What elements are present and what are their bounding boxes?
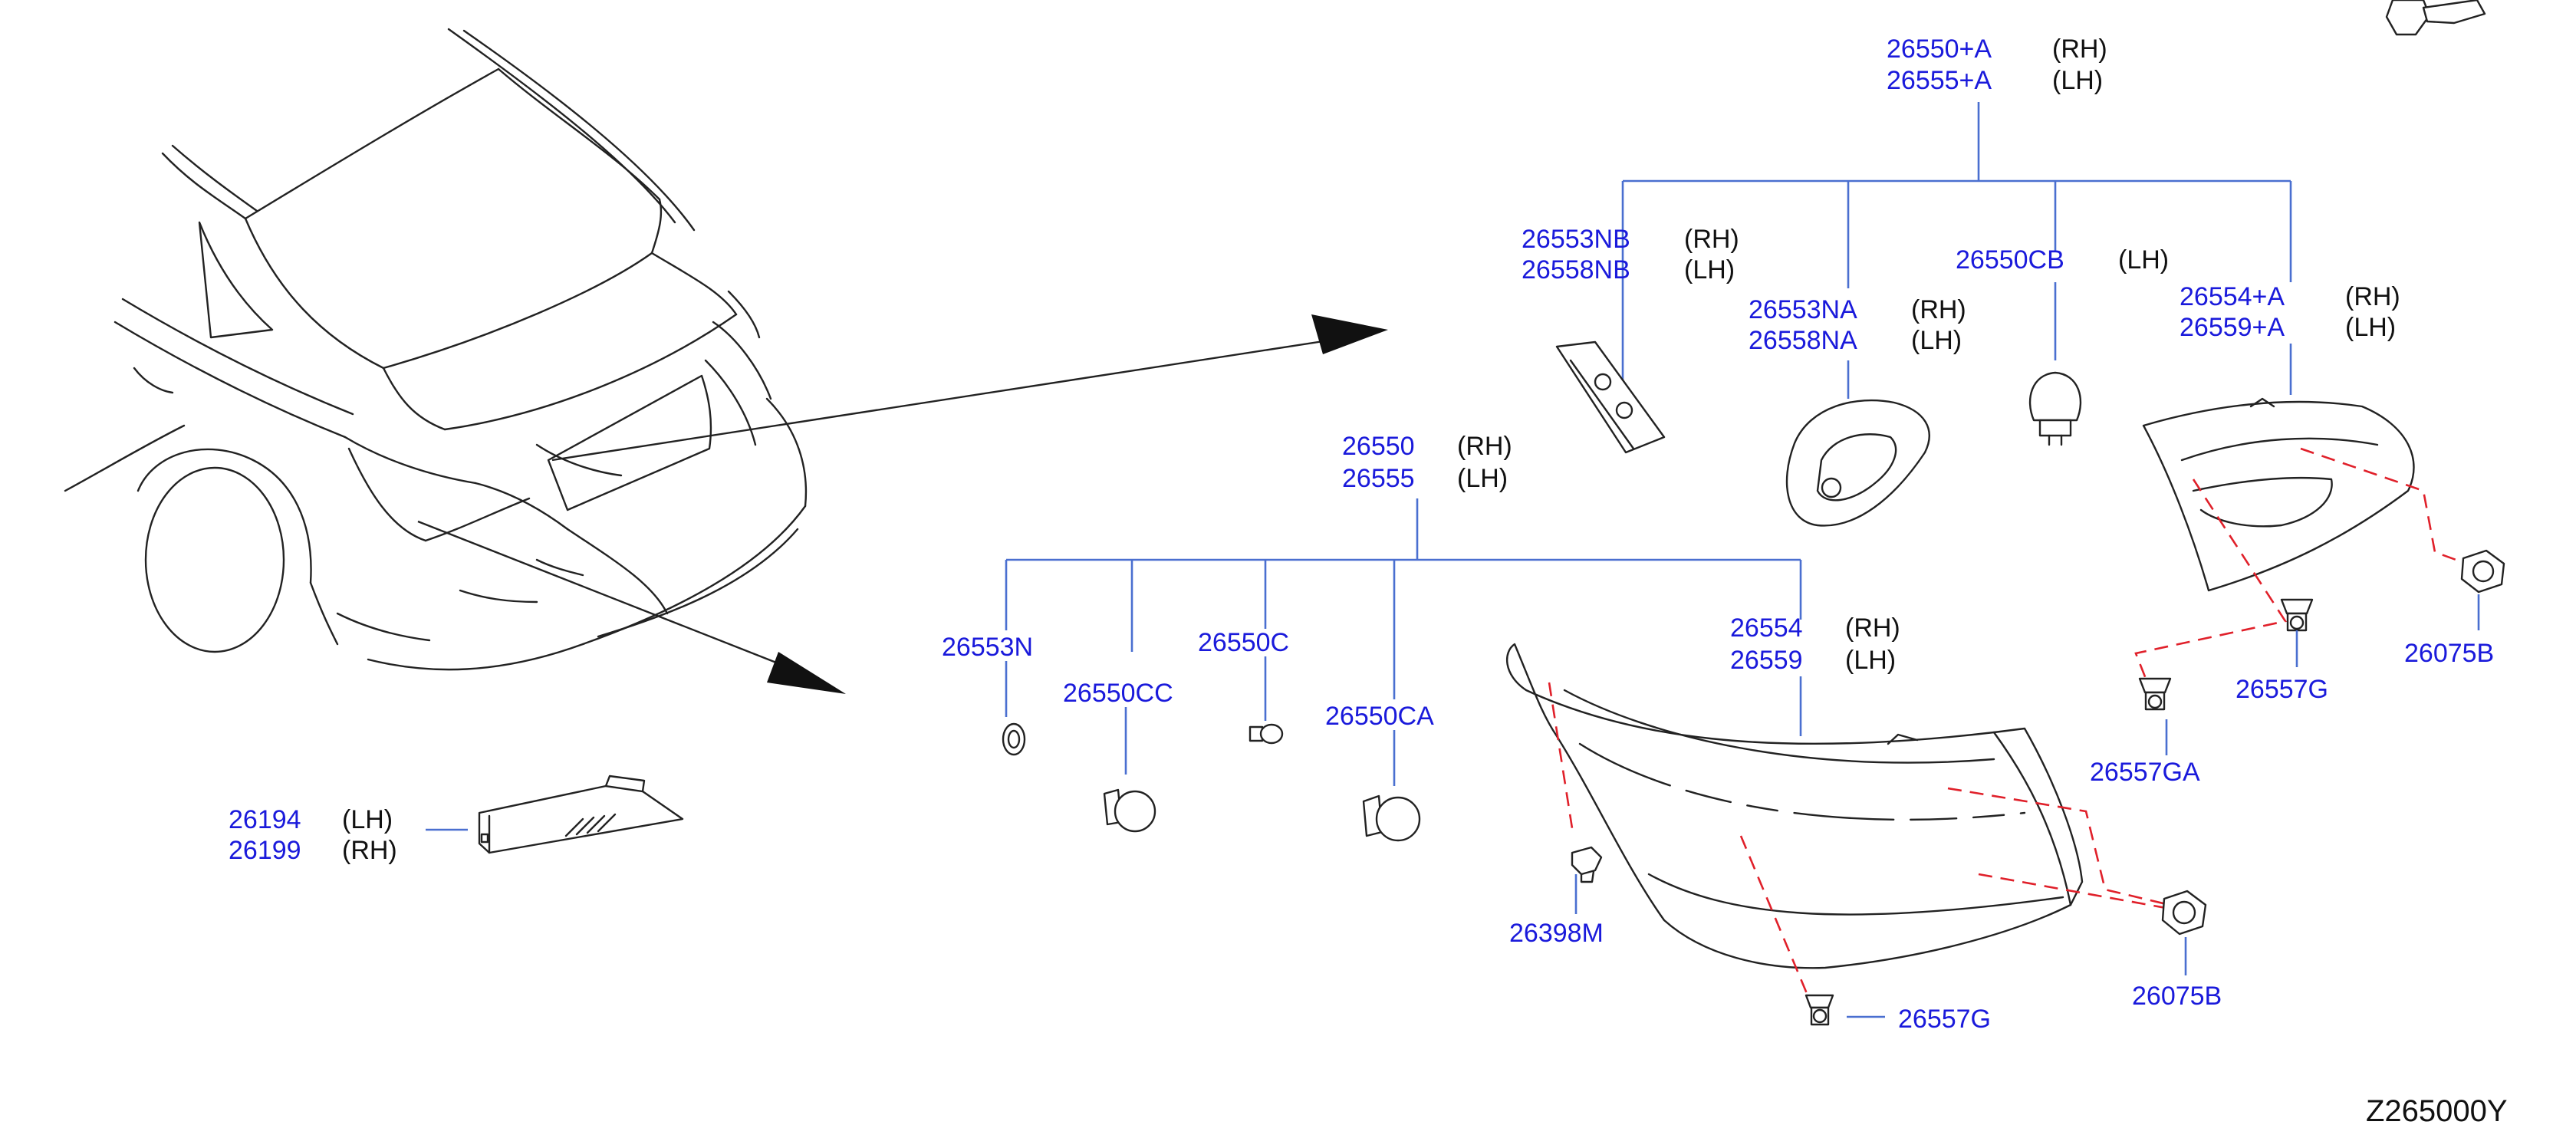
side-label: (LH) bbox=[2052, 66, 2103, 95]
clip-icon bbox=[2138, 677, 2172, 711]
car-rear-icon bbox=[64, 28, 808, 671]
part-number-label: 26550CC bbox=[1063, 679, 1173, 708]
lower-assembly-group: 26550 (RH) 26555 (LH) 26553N 26550CC 265… bbox=[942, 432, 2186, 1002]
side-label: (RH) bbox=[1911, 295, 1966, 324]
reflector-group: 26194 (LH) 26199 (RH) bbox=[229, 775, 684, 865]
clip-icon bbox=[1805, 994, 1834, 1026]
part-number-label: 26075B bbox=[2404, 639, 2494, 668]
part-number-label: 26553N bbox=[942, 633, 1033, 662]
side-label: (RH) bbox=[1457, 432, 1512, 461]
part-number-label: 26557GA bbox=[2090, 758, 2200, 787]
tail-lamp-icon bbox=[1505, 643, 2084, 969]
side-label: (RH) bbox=[1845, 613, 1900, 643]
side-label: (LH) bbox=[1845, 646, 1896, 675]
part-number-label: 26555 bbox=[1342, 464, 1415, 493]
part-number-label: 26550CB bbox=[1956, 245, 2064, 275]
bulb-icon bbox=[1249, 723, 1284, 745]
side-label: (RH) bbox=[342, 836, 397, 865]
socket-icon bbox=[1555, 340, 1666, 454]
nut-icon bbox=[2161, 890, 2207, 936]
clip-icon bbox=[2280, 598, 2314, 632]
bulb-icon bbox=[1103, 788, 1156, 833]
socket-icon bbox=[2385, 0, 2486, 36]
part-number-label: 26550C bbox=[1198, 628, 1289, 657]
part-number-label: 26558NA bbox=[1749, 326, 1857, 355]
bulb-icon bbox=[2028, 371, 2082, 446]
part-number-label: 26559 bbox=[1730, 646, 1803, 675]
part-number-label: 26075B bbox=[2132, 982, 2222, 1011]
side-label: (RH) bbox=[2345, 282, 2400, 311]
arrow-to-upper-lamp bbox=[551, 314, 1388, 462]
part-number-label: 26558NB bbox=[1522, 255, 1630, 284]
part-number-label: 26559+A bbox=[2180, 313, 2285, 342]
side-label: (LH) bbox=[1911, 326, 1962, 355]
grommet-icon bbox=[1785, 399, 1930, 527]
part-number-label: 26550 bbox=[1342, 432, 1415, 461]
nut-icon bbox=[2460, 549, 2505, 594]
part-number-label: 26550+A bbox=[1887, 35, 1992, 64]
part-number-label: 26553NA bbox=[1749, 295, 1857, 324]
side-label: (LH) bbox=[1457, 464, 1508, 493]
part-number-label: 26194 bbox=[229, 805, 301, 834]
part-number-label: 26554+A bbox=[2180, 282, 2285, 311]
side-label: (LH) bbox=[2118, 245, 2169, 275]
part-number-label: 26398M bbox=[1509, 919, 1604, 948]
side-label: (RH) bbox=[1684, 225, 1739, 254]
side-label: (RH) bbox=[2052, 35, 2107, 64]
arrow-to-lower-lamp bbox=[417, 520, 846, 694]
bulb-icon bbox=[1362, 794, 1421, 842]
part-number-label: 26555+A bbox=[1887, 66, 1992, 95]
tail-lamp-icon bbox=[2142, 397, 2415, 592]
reflector-icon bbox=[478, 775, 684, 854]
part-number-label: 26557G bbox=[2235, 675, 2328, 704]
diagram-reference-code: Z265000Y bbox=[2366, 1094, 2508, 1128]
side-label: (LH) bbox=[342, 805, 393, 834]
side-label: (LH) bbox=[2345, 313, 2396, 342]
part-number-label: 26199 bbox=[229, 836, 301, 865]
grommet-icon bbox=[1002, 722, 1026, 756]
clip-icon bbox=[1571, 846, 1603, 883]
upper-assembly-group: 26550+A (RH) 26555+A (LH) 26553NB (RH) 2… bbox=[1522, 35, 2478, 683]
part-number-label: 26557G bbox=[1898, 1005, 1991, 1034]
part-number-label: 26553NB bbox=[1522, 225, 1630, 254]
part-number-label: 26554 bbox=[1730, 613, 1803, 643]
side-label: (LH) bbox=[1684, 255, 1735, 284]
part-number-label: 26550CA bbox=[1325, 702, 1434, 731]
